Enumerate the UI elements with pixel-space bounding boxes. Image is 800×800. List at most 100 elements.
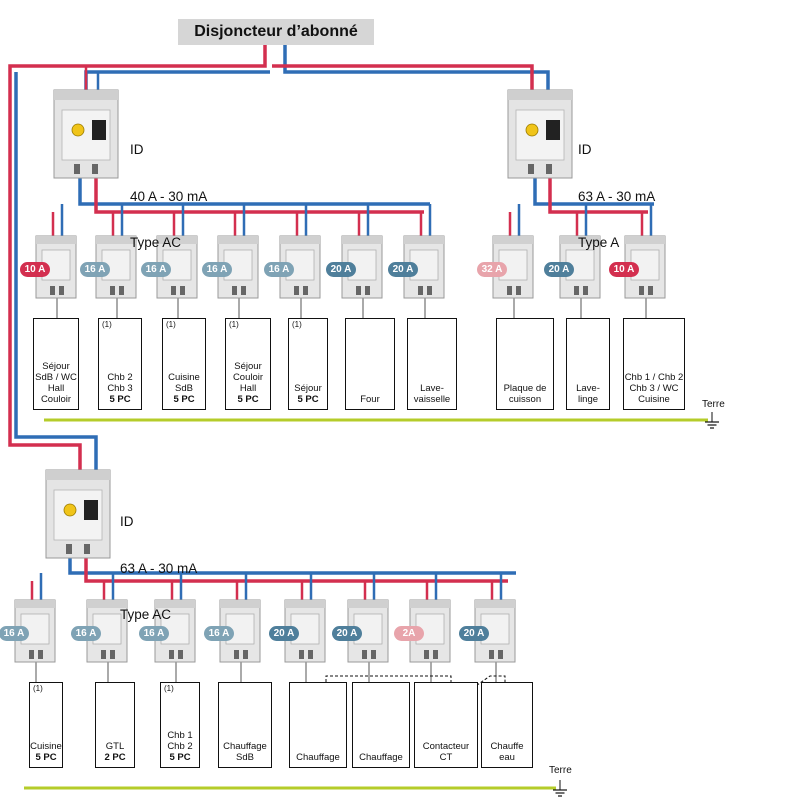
trunk-phase-wire-right — [272, 64, 534, 90]
load-label-line: Lave- — [420, 383, 444, 394]
differential-3-label: ID 63 A - 30 mA Type AC — [120, 483, 197, 638]
load-label-line: Couloir — [40, 394, 72, 405]
footnote-marker: (1) — [33, 684, 43, 693]
footnote-marker: (1) — [292, 320, 302, 329]
rating-badge: 32 A — [477, 262, 507, 277]
socket-count: 5 PC — [169, 752, 191, 763]
rating-badge: 16 A — [141, 262, 171, 277]
load-label: Lave-vaisselle — [408, 383, 456, 405]
load-label-line: Chauffe — [490, 741, 524, 752]
rating-badge: 16 A — [71, 626, 101, 641]
control-wire-heater — [325, 675, 452, 682]
rating-badge: 16 A — [204, 626, 234, 641]
load-label-line: SdB — [236, 752, 254, 763]
rating-badge: 16 A — [202, 262, 232, 277]
load-label-line: Chb 1 / Chb 2 — [624, 372, 684, 383]
load-label-line: Plaque de — [503, 383, 547, 394]
load-label-line: vaisselle — [413, 394, 451, 405]
footnote-marker: (1) — [166, 320, 176, 329]
differential-1-line-1: ID — [130, 142, 144, 157]
footnote-marker: (1) — [229, 320, 239, 329]
differential-2-line-2: 63 A - 30 mA — [578, 188, 656, 204]
socket-count: 5 PC — [237, 394, 259, 405]
load-label-line: Chb 2 — [167, 741, 193, 752]
load-label-line: cuisson — [508, 394, 542, 405]
earth-label-top: Terre — [702, 399, 725, 410]
rating-badge: 10 A — [20, 262, 50, 277]
control-wire-water-heater — [463, 675, 506, 691]
load-label-line: Cuisine — [638, 394, 670, 405]
differential-1-label: ID 40 A - 30 mA Type AC — [130, 111, 207, 266]
load-label-line: Chb 2 — [107, 372, 133, 383]
load-label-line: Chauffage — [296, 752, 340, 763]
load-box: Chauffage — [352, 682, 410, 768]
trunk-neutral-wire-right — [283, 45, 550, 90]
rating-badge: 10 A — [609, 262, 639, 277]
load-label: Four — [346, 394, 394, 405]
socket-count: 5 PC — [297, 394, 319, 405]
rating-badge: 16 A — [0, 626, 29, 641]
socket-count: 2 PC — [104, 752, 126, 763]
socket-count: 5 PC — [173, 394, 195, 405]
load-label-line: GTL — [105, 741, 125, 752]
load-label-line: Hall — [47, 383, 65, 394]
load-label-line: Chauffage — [223, 741, 267, 752]
trunk-neutral-wire-low — [14, 72, 98, 470]
row2-neutral-bus — [68, 558, 516, 575]
ground-symbol-bottom — [553, 780, 567, 797]
load-label-line: Couloir — [232, 372, 264, 383]
rating-badge: 20 A — [326, 262, 356, 277]
row1a-phase-bus — [94, 178, 424, 214]
load-label-line: Cuisine — [30, 741, 62, 752]
differential-2-line-1: ID — [578, 142, 592, 157]
row1a-neutral-bus — [78, 178, 430, 206]
load-label-line: Lave- — [576, 383, 600, 394]
differential-switch-3 — [45, 469, 111, 559]
load-label: Chauffage — [290, 752, 346, 763]
load-box: Lave-linge — [566, 318, 610, 410]
load-label-line: Chb 3 / WC — [629, 383, 679, 394]
load-box: Chauffage — [289, 682, 347, 768]
differential-2-line-3: Type A — [578, 235, 620, 250]
load-label-line: Contacteur — [422, 741, 470, 752]
trunk-neutral-wire-left — [84, 70, 270, 90]
differential-switch-1 — [53, 89, 119, 179]
differential-3-line-1: ID — [120, 514, 134, 529]
socket-count: 5 PC — [109, 394, 131, 405]
load-label-line: Chauffage — [359, 752, 403, 763]
load-label-line: Four — [360, 394, 380, 405]
load-label-line: Séjour — [294, 383, 322, 394]
load-label-line: CT — [439, 752, 453, 763]
load-label-line: linge — [577, 394, 599, 405]
load-label-line: SdB — [175, 383, 193, 394]
footnote-marker: (1) — [102, 320, 112, 329]
rating-badge: 20 A — [332, 626, 362, 641]
earth-label-bottom: Terre — [549, 765, 572, 776]
differential-switch-2 — [507, 89, 573, 179]
rating-badge: 16 A — [139, 626, 169, 641]
load-label-line: eau — [499, 752, 515, 763]
rating-badge: 20 A — [544, 262, 574, 277]
